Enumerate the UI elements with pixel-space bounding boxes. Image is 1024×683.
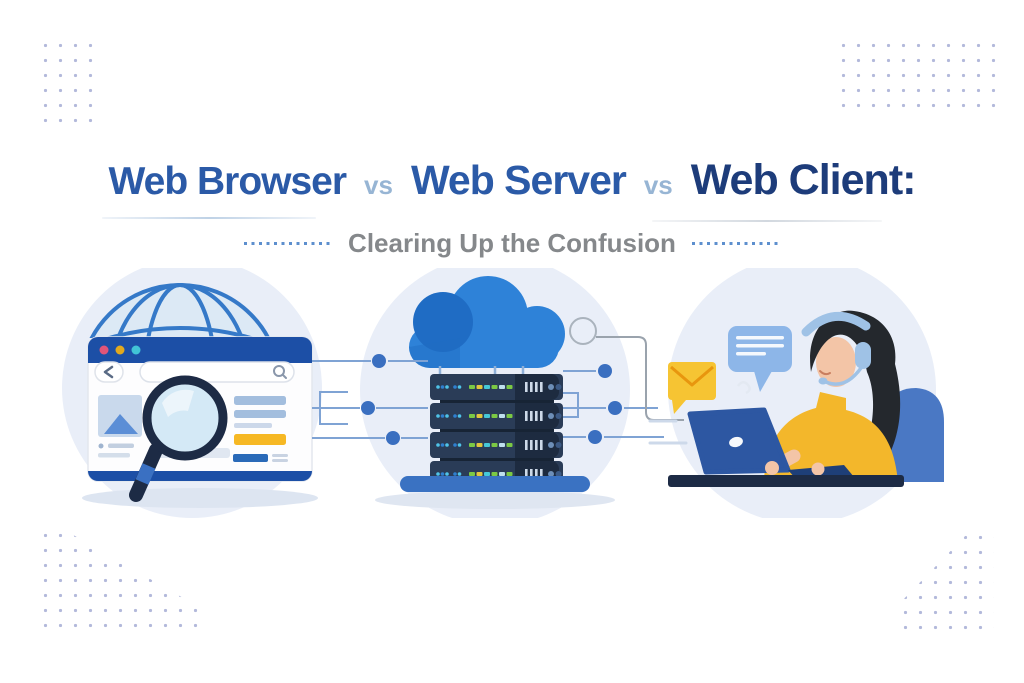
dot-pattern-top-right (836, 38, 996, 114)
text-line-2 (234, 410, 286, 418)
dot-pattern-bottom-left (38, 528, 203, 638)
window-title-bar (88, 337, 312, 363)
text-line-3 (234, 423, 272, 428)
dotted-line-left (244, 242, 333, 245)
title-vs-2: vs (643, 170, 673, 200)
title-web-server: Web Server (410, 157, 627, 203)
headset-icon (801, 311, 871, 386)
browser-scene-svg (62, 268, 322, 518)
dot-pattern-bottom-right (898, 530, 994, 634)
title-vs-1: vs (364, 170, 393, 200)
globe-icon (89, 283, 271, 338)
window-dot-cyan (131, 345, 141, 355)
subtitle-row: Clearing Up the Confusion (0, 228, 1024, 259)
web-browser-illustration (52, 268, 342, 518)
cloud-icon (409, 276, 565, 368)
highlight-bar (234, 434, 286, 445)
chat-bubble-icon (728, 326, 792, 392)
squiggle-decoration (736, 381, 751, 395)
web-server-illustration (345, 268, 645, 518)
dotted-line-right (691, 242, 780, 245)
desk (668, 475, 904, 487)
window-dot-red (99, 345, 109, 355)
back-arrow-icon (103, 365, 114, 379)
hair (810, 310, 901, 464)
back-button (94, 361, 124, 383)
text-line-1 (234, 396, 286, 405)
page-title: Web Browser vs Web Server vs Web Client: (0, 156, 1024, 205)
title-web-browser: Web Browser (108, 160, 348, 203)
hand-left (765, 461, 779, 475)
browser-shadow (82, 488, 318, 508)
window-footer-bar (88, 471, 312, 481)
web-client-illustration (648, 268, 958, 518)
search-icon (273, 365, 287, 379)
page-subtitle: Clearing Up the Confusion (348, 228, 676, 258)
server-scene-svg (360, 268, 630, 518)
address-bar (139, 361, 295, 383)
title-underline-left (102, 217, 316, 219)
chair (886, 388, 944, 482)
magnifier-icon (129, 375, 228, 502)
hand-right (811, 462, 825, 476)
button-bar (233, 454, 268, 462)
window-dot-yellow (115, 345, 125, 355)
server-shadow (375, 491, 615, 509)
rack-base (400, 476, 590, 492)
title-underline-right (652, 220, 882, 222)
mouth (819, 370, 831, 376)
title-web-client: Web Client: (690, 156, 917, 204)
client-scene-svg (668, 268, 944, 518)
dot-pattern-top-left (38, 38, 102, 132)
server-rack-icon (400, 374, 590, 492)
